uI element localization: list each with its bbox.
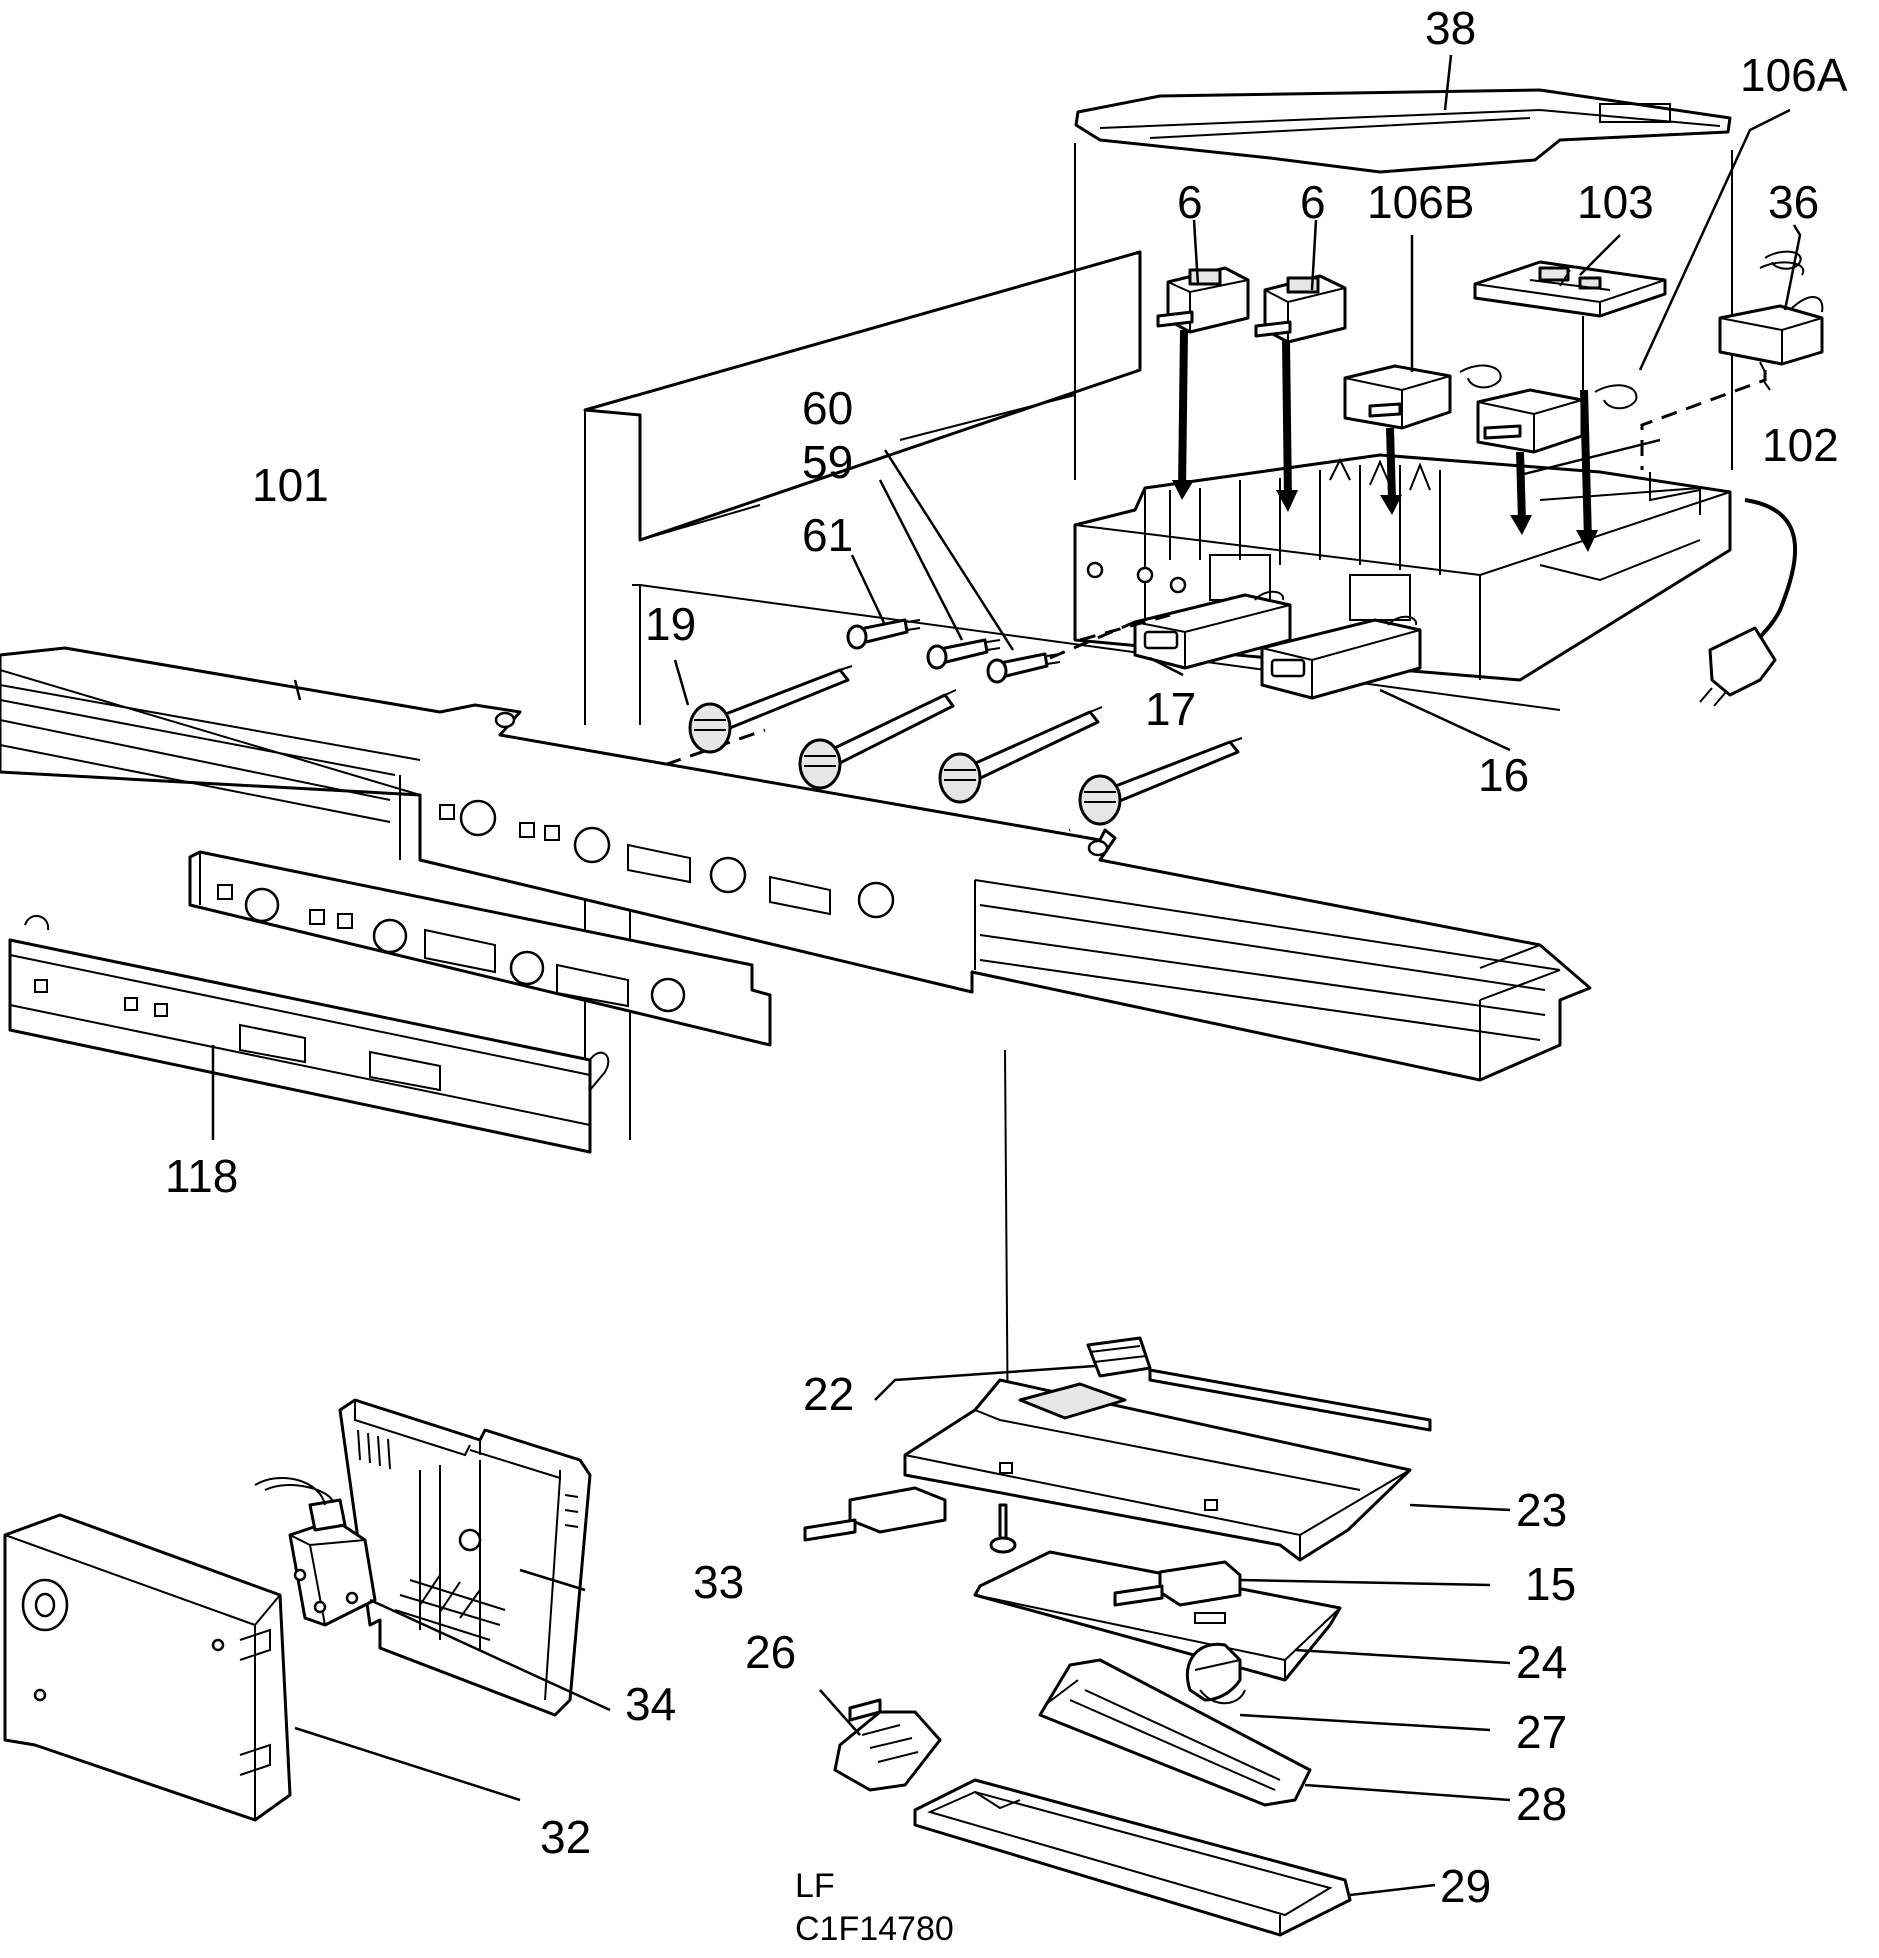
callout-labels: 38 106A 6 6 106B 103 36 60 59 101 102 61… <box>165 2 1848 1912</box>
part-16-module <box>1260 615 1422 700</box>
part-59-indicator <box>926 638 1001 670</box>
part-38-top-cover <box>1074 88 1732 174</box>
callout-36: 36 <box>1768 176 1819 228</box>
part-15-connector <box>1113 1560 1242 1607</box>
power-cord <box>1699 498 1798 707</box>
part-22-connector <box>1086 1336 1432 1432</box>
callout-15: 15 <box>1525 1558 1576 1610</box>
callout-33: 33 <box>693 1556 744 1608</box>
callout-28: 28 <box>1516 1778 1567 1830</box>
part-19-knob-4 <box>1078 737 1243 826</box>
part-33-bracket <box>338 1398 592 1717</box>
drawing-code-line-2: C1F14780 <box>795 1910 954 1948</box>
callout-6-right: 6 <box>1300 176 1326 228</box>
callout-27: 27 <box>1516 1706 1567 1758</box>
part-24-plate <box>973 1550 1342 1682</box>
part-36-relay <box>1640 250 1824 470</box>
callout-102: 102 <box>1762 419 1839 471</box>
part-29-lid <box>913 1778 1352 1937</box>
callout-32: 32 <box>540 1811 591 1863</box>
callout-29: 29 <box>1440 1860 1491 1912</box>
inner-panel <box>188 850 772 1047</box>
callout-23: 23 <box>1516 1484 1567 1536</box>
part-103-circuit-board <box>1473 260 1667 552</box>
callout-106B: 106B <box>1367 176 1474 228</box>
screw <box>989 1503 1017 1554</box>
part-32-cover <box>3 1513 292 1822</box>
callout-118: 118 <box>165 1150 238 1202</box>
housing-frame <box>583 143 1733 1140</box>
callout-19: 19 <box>645 598 696 650</box>
drawing-code-line-1: LF <box>795 1867 835 1905</box>
drawing-code: LF C1F14780 <box>795 1867 954 1948</box>
callout-59: 59 <box>802 436 853 488</box>
part-60-indicator <box>986 652 1061 684</box>
callout-17: 17 <box>1145 683 1196 735</box>
part-27-clip <box>1185 1642 1246 1705</box>
part-61-indicator <box>846 618 921 650</box>
part-34-switch <box>254 1476 377 1627</box>
callout-103: 103 <box>1577 176 1654 228</box>
part-106B-switch <box>1343 364 1502 515</box>
callout-60: 60 <box>802 382 853 434</box>
callout-106A: 106A <box>1740 49 1848 101</box>
callout-101: 101 <box>252 459 329 511</box>
callout-61: 61 <box>802 509 853 561</box>
part-23-module-housing <box>903 1378 1412 1562</box>
leader-lines <box>211 54 1802 1897</box>
side-connector <box>803 1486 947 1542</box>
part-19-knob-2 <box>798 689 957 790</box>
callout-34: 34 <box>625 1678 676 1730</box>
callout-22: 22 <box>803 1368 854 1420</box>
part-19-knob-1 <box>688 665 853 754</box>
part-6-switch-right <box>1254 274 1347 512</box>
part-101-front-panel <box>0 646 1592 1082</box>
callout-16: 16 <box>1478 749 1529 801</box>
part-6-switch-left <box>1156 266 1250 500</box>
part-118-front-strip <box>8 915 610 1154</box>
callout-38: 38 <box>1425 2 1476 54</box>
callout-6-left: 6 <box>1177 176 1203 228</box>
callout-24: 24 <box>1516 1636 1567 1688</box>
part-19-knob-3 <box>938 706 1103 804</box>
callout-26: 26 <box>745 1626 796 1678</box>
part-28-harness <box>1038 1658 1312 1807</box>
part-26-connector <box>833 1698 942 1792</box>
